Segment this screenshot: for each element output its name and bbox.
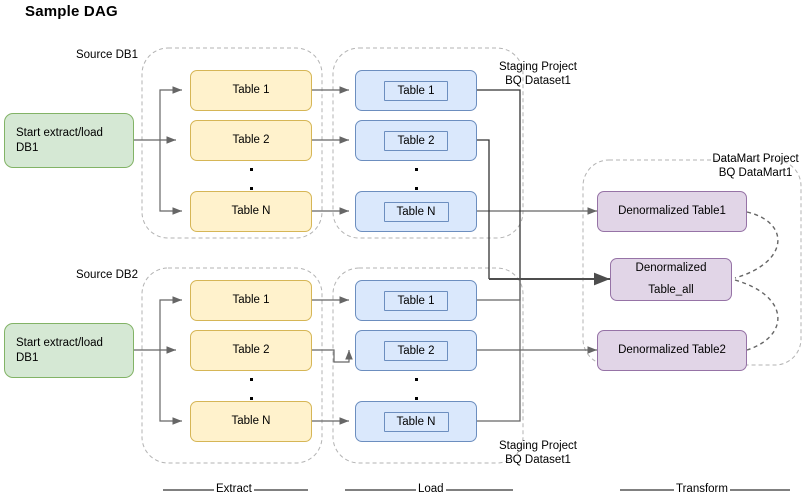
node-start-extract-load-db1-bottom[interactable]: Start extract/load DB1 xyxy=(4,323,134,378)
page-title: Sample DAG xyxy=(25,3,118,20)
node-label: Table 2 xyxy=(384,130,448,151)
node-label: Table 1 xyxy=(232,294,270,306)
node-start-extract-load-db1-top[interactable]: Start extract/load DB1 xyxy=(4,113,134,168)
node-label: Start extract/load DB1 xyxy=(16,336,103,364)
phase-label-extract: Extract xyxy=(214,483,254,495)
phase-label-transform: Transform xyxy=(674,483,730,495)
node-label: Table N xyxy=(231,415,271,427)
group-label-staging-bottom: Staging Project BQ Dataset1 xyxy=(499,440,577,466)
node-extract-bottom-table-1[interactable]: Table 1 xyxy=(190,280,312,321)
node-label-line2: Table_all xyxy=(648,284,694,296)
node-load-bottom-table-2[interactable]: Table 2 xyxy=(355,330,477,371)
node-extract-top-table-2[interactable]: Table 2 xyxy=(190,120,312,161)
node-denormalized-table2[interactable]: Denormalized Table2 xyxy=(597,330,747,371)
node-label: Table N xyxy=(383,201,449,222)
node-load-bottom-table-n[interactable]: Table N xyxy=(355,401,477,442)
node-extract-bottom-table-2[interactable]: Table 2 xyxy=(190,330,312,371)
phase-label-load: Load xyxy=(416,483,446,495)
node-load-top-table-2[interactable]: Table 2 xyxy=(355,120,477,161)
node-label: Table N xyxy=(231,205,271,217)
ellipsis-extract-top xyxy=(246,168,256,206)
group-label-source-db1: Source DB1 xyxy=(75,49,138,61)
node-label: Denormalized Table1 xyxy=(618,205,726,217)
ellipsis-load-bottom xyxy=(411,378,421,416)
node-label: Table 1 xyxy=(232,84,270,96)
node-label: Table 2 xyxy=(384,340,448,361)
node-extract-bottom-table-n[interactable]: Table N xyxy=(190,401,312,442)
node-load-top-table-n[interactable]: Table N xyxy=(355,191,477,232)
node-load-top-table-1[interactable]: Table 1 xyxy=(355,70,477,111)
node-label: Table 1 xyxy=(384,80,448,101)
node-label: Table N xyxy=(383,411,449,432)
node-denormalized-table1[interactable]: Denormalized Table1 xyxy=(597,191,747,232)
node-label: Denormalized Table2 xyxy=(618,344,726,356)
node-label: Table 2 xyxy=(232,134,270,146)
node-extract-top-table-1[interactable]: Table 1 xyxy=(190,70,312,111)
node-load-bottom-table-1[interactable]: Table 1 xyxy=(355,280,477,321)
node-label: Table 2 xyxy=(232,344,270,356)
group-label-source-db2: Source DB2 xyxy=(75,269,138,281)
ellipsis-extract-bottom xyxy=(246,378,256,416)
node-label: Table 1 xyxy=(384,290,448,311)
node-extract-top-table-n[interactable]: Table N xyxy=(190,191,312,232)
group-label-staging-top: Staging Project BQ Dataset1 xyxy=(499,61,577,87)
node-label-line1: Denormalized xyxy=(635,262,707,274)
node-label: Start extract/load DB1 xyxy=(16,126,103,154)
node-denormalized-table-all[interactable]: Denormalized Table_all xyxy=(610,258,732,301)
ellipsis-load-top xyxy=(411,168,421,206)
group-label-datamart: DataMart Project BQ DataMart1 xyxy=(712,153,799,179)
